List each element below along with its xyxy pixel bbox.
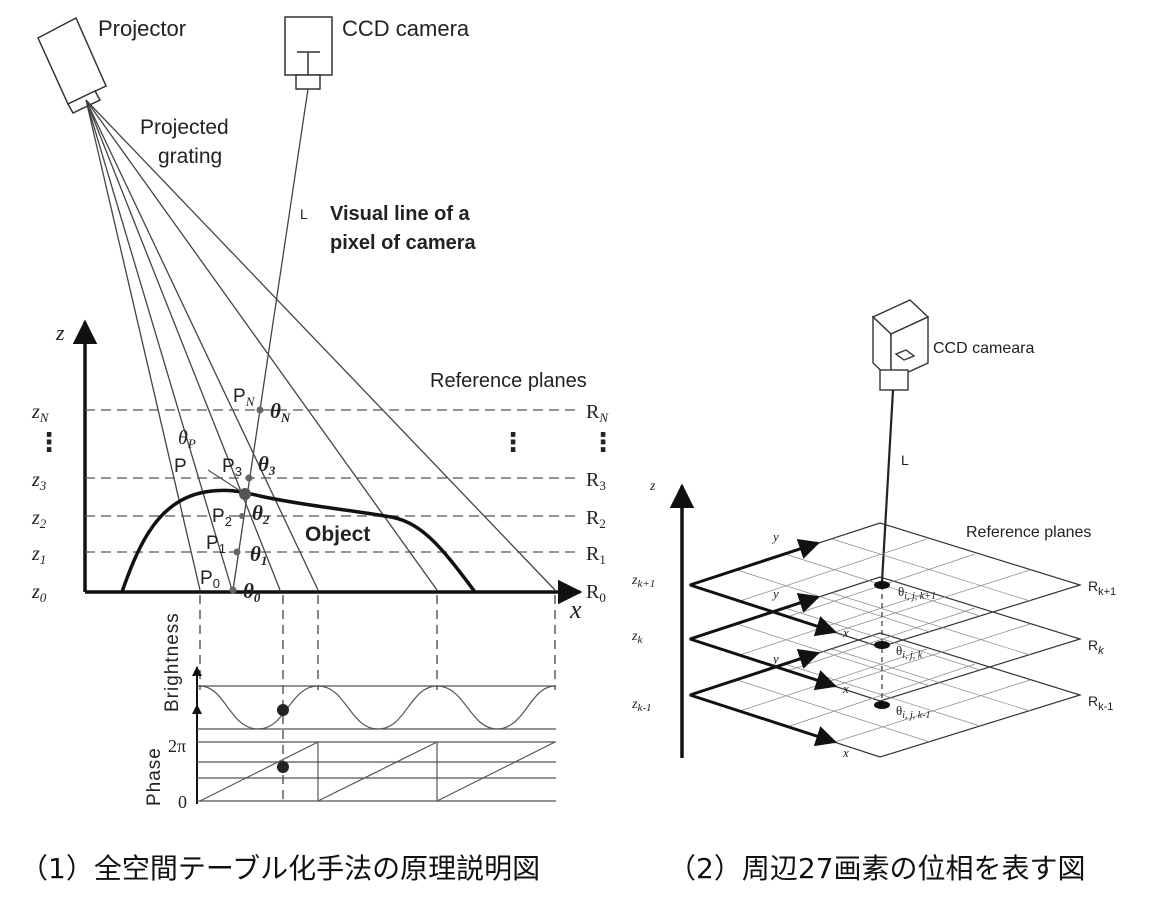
theta-p: θP xyxy=(178,427,196,451)
r-level-n: RN xyxy=(586,401,609,425)
r-level-k-plus-1: Rk+1 xyxy=(1088,578,1116,598)
ccd-camera-icon xyxy=(284,16,333,90)
point-p-3: P3 xyxy=(222,456,242,479)
phase-point-k-minus-1 xyxy=(874,701,890,709)
theta-0: θ0 xyxy=(243,579,261,605)
r-level-0: R0 xyxy=(586,581,606,605)
z-level-n: zN xyxy=(31,401,50,425)
point-p-0: P0 xyxy=(200,568,220,591)
reference-plane-lines xyxy=(85,409,580,553)
y-axis-label-mid: y xyxy=(771,586,779,601)
z-level-k-plus-1: zk+1 xyxy=(631,573,655,590)
theta-n: θN xyxy=(270,399,291,425)
z-level-k: zk xyxy=(631,629,643,646)
r-level-2: R2 xyxy=(586,507,606,531)
z-level-0: z0 xyxy=(31,581,47,605)
visual-line-marker: L xyxy=(300,206,308,222)
visual-line-label-line1: Visual line of a xyxy=(330,203,471,225)
phase-point-k xyxy=(874,641,890,649)
z-level-k-minus-1: zk-1 xyxy=(631,697,652,714)
projector-rays xyxy=(85,99,556,591)
visual-line xyxy=(232,88,309,591)
left-z-axis-label: z xyxy=(55,320,65,345)
y-axis-label-top: y xyxy=(771,529,779,544)
point-p-2: P2 xyxy=(212,506,232,529)
brightness-phase-plot xyxy=(192,666,556,804)
right-z-axis-label: z xyxy=(649,479,656,494)
r-ellipsis: ⋮ xyxy=(590,427,616,457)
z-level-1: z1 xyxy=(31,543,46,567)
r-level-k: Rk xyxy=(1088,637,1104,657)
reference-planes-label-left: Reference planes xyxy=(430,370,587,392)
visual-line-label-line2: pixel of camera xyxy=(330,232,477,254)
theta-2: θ2 xyxy=(252,501,270,527)
r-level-3: R3 xyxy=(586,469,606,493)
projected-grating-line1: Projected xyxy=(140,116,229,139)
camera-line-right xyxy=(880,389,895,583)
intersection-points xyxy=(207,406,264,594)
caption-left: （1）全空間テーブル化手法の原理説明図 xyxy=(20,852,540,885)
object-label: Object xyxy=(305,523,370,546)
two-pi-label: 2π xyxy=(168,736,186,756)
z-level-labels: zN z3 z2 z1 z0 ⋮ xyxy=(31,401,62,605)
ccd-camera-label: CCD camera xyxy=(342,16,470,41)
z-ellipsis: ⋮ xyxy=(36,427,62,457)
point-p-1: P1 xyxy=(206,533,226,556)
phase-label: Phase xyxy=(144,747,165,806)
left-x-axis-label: x xyxy=(569,595,582,624)
theta-k-plus-1: θi, j, k+1 xyxy=(898,584,936,602)
y-axis-label-bottom: y xyxy=(771,651,779,666)
ccd-camera-icon-right xyxy=(871,299,930,391)
ccd-camera-label-right: CCD cameara xyxy=(933,340,1034,357)
projector-label: Projector xyxy=(98,16,186,41)
point-p-n: PN xyxy=(233,386,256,409)
zero-label: 0 xyxy=(178,792,187,812)
z-level-2: z2 xyxy=(31,507,47,531)
x-axis-label-top: x xyxy=(842,625,849,640)
right-diagram: CCD cameara L Reference planes xyxy=(631,299,1116,760)
z-level-3: z3 xyxy=(31,469,47,493)
theta-k: θi, j, k xyxy=(896,643,923,661)
r-level-k-minus-1: Rk-1 xyxy=(1088,693,1113,713)
point-p: P xyxy=(174,456,187,477)
mid-ellipsis: ⋮ xyxy=(500,427,526,457)
reference-planes-label-right: Reference planes xyxy=(966,524,1091,541)
x-axis-label-bottom: x xyxy=(842,745,849,760)
r-level-1: R1 xyxy=(586,543,606,567)
right-xy-axes xyxy=(689,538,837,747)
left-diagram: Projector CCD camera Projected grating L… xyxy=(31,16,616,812)
theta-3: θ3 xyxy=(258,452,276,478)
caption-right: （2）周辺27画素の位相を表す図 xyxy=(668,852,1085,885)
projected-grating-line2: grating xyxy=(158,145,222,168)
object-curve xyxy=(120,488,477,594)
line-marker-right: L xyxy=(901,452,909,468)
x-axis-label-mid: x xyxy=(842,681,849,696)
projector-icon xyxy=(37,16,107,114)
theta-1: θ1 xyxy=(250,542,267,568)
brightness-label: Brightness xyxy=(162,612,183,712)
theta-k-minus-1: θi, j, k-1 xyxy=(896,703,931,721)
phase-point-k-plus-1 xyxy=(874,581,890,589)
r-level-labels: RN R3 R2 R1 R0 ⋮ ⋮ xyxy=(500,401,616,605)
